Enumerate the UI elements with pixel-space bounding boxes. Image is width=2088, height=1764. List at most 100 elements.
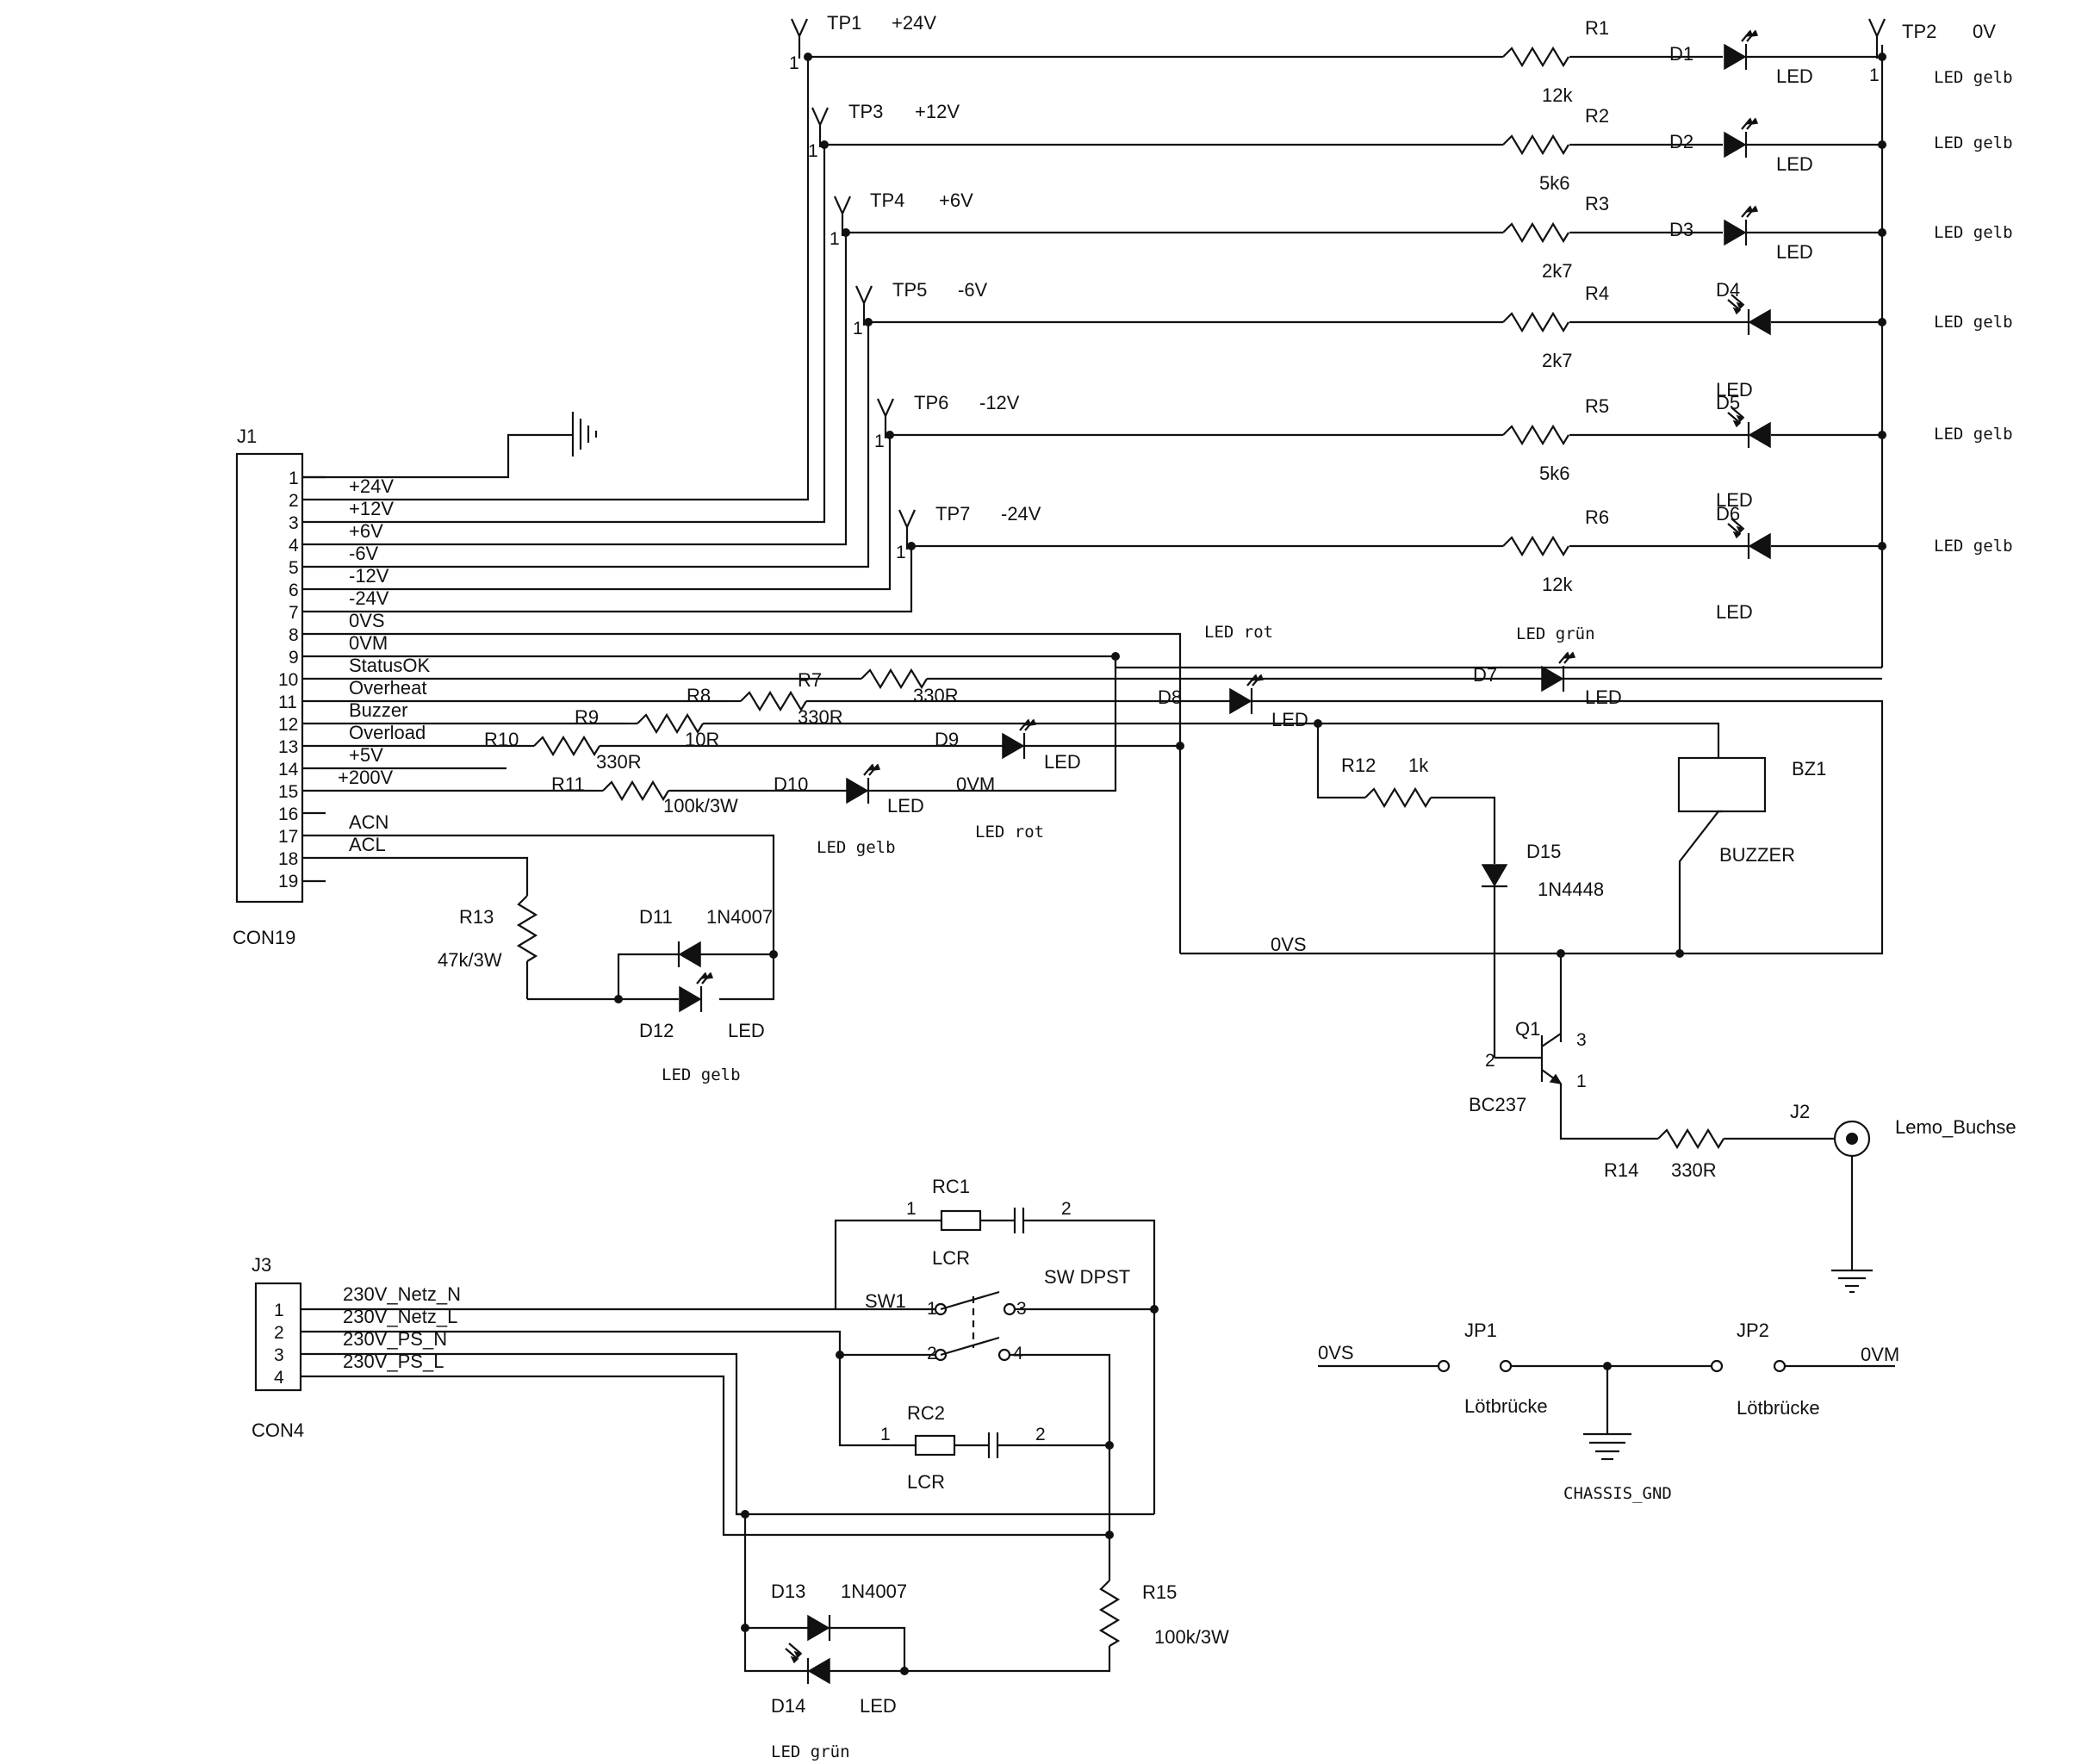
mains-wires	[301, 1219, 1156, 1673]
svg-text:LED rot: LED rot	[1204, 623, 1273, 642]
tp-row-labels: R1 12k R2 5k6 R3 2k7 R4 2k7 R5 5k6 R6 12…	[1539, 17, 2013, 623]
j1-net-label: -6V	[349, 543, 379, 564]
j1-net-label: 0VS	[349, 610, 385, 631]
r14-resistor	[1656, 1128, 1725, 1149]
svg-text:R9: R9	[575, 706, 599, 728]
svg-text:1: 1	[896, 543, 906, 562]
svg-text:330R: 330R	[596, 751, 642, 773]
svg-text:Lemo_Buchse: Lemo_Buchse	[1895, 1116, 2017, 1138]
r15-resistor	[1099, 1579, 1120, 1648]
mains-junctions	[741, 1305, 1159, 1675]
j1-net-label: ACN	[349, 811, 388, 833]
svg-text:D3: D3	[1669, 219, 1693, 240]
j1-pin-number: 10	[278, 670, 298, 690]
r2-resistor	[1501, 134, 1570, 155]
svg-text:1: 1	[808, 141, 818, 161]
r3-resistor	[1501, 222, 1570, 243]
svg-text:R3: R3	[1585, 193, 1609, 214]
svg-text:D10: D10	[774, 773, 808, 795]
acl-labels: R13 47k/3W D11 1N4007 D12 LED LED gelb	[438, 906, 773, 1084]
svg-text:D6: D6	[1716, 503, 1740, 525]
solder-bridge-labels: 0VS 0VM JP1 Lötbrücke JP2 Lötbrücke CHAS…	[1318, 1320, 1899, 1503]
j3-type: CON4	[252, 1419, 304, 1441]
j1-pin-number: 16	[278, 804, 298, 824]
svg-text:47k/3W: 47k/3W	[438, 949, 502, 971]
svg-text:LED gelb: LED gelb	[1934, 537, 2013, 556]
svg-text:2k7: 2k7	[1542, 350, 1572, 371]
tp-junctions	[804, 53, 1886, 550]
svg-text:0V: 0V	[1973, 21, 1996, 42]
testpoint-labels: TP1 +24V TP2 0V TP3 +12V TP4 +6V TP5 -6V…	[789, 12, 1996, 562]
tp-led-rows	[808, 45, 1884, 668]
svg-text:4: 4	[1013, 1344, 1023, 1363]
svg-text:R4: R4	[1585, 283, 1609, 304]
d5-led	[1726, 406, 1772, 450]
j3-pin-numbers: 1 2 3 4	[274, 1301, 284, 1388]
svg-text:-24V: -24V	[1001, 503, 1041, 525]
d12-led	[678, 972, 714, 1014]
d7-led	[1540, 651, 1576, 693]
sw1-contacts	[934, 1302, 1016, 1362]
j1-pin-number: 8	[289, 625, 299, 645]
d2-led	[1723, 117, 1759, 159]
svg-text:TP7: TP7	[935, 503, 970, 525]
svg-text:R2: R2	[1585, 105, 1609, 127]
j1-pin-number: 1	[289, 469, 299, 488]
svg-text:SW DPST: SW DPST	[1044, 1266, 1130, 1288]
svg-text:R11: R11	[551, 773, 585, 795]
j1-net-label: +5V	[349, 744, 383, 766]
j1-pin-number: 14	[278, 760, 299, 780]
j1-wires	[302, 57, 1182, 954]
svg-text:2: 2	[1485, 1051, 1495, 1071]
svg-text:1: 1	[927, 1299, 937, 1319]
j1-pin-number: 12	[278, 715, 298, 735]
svg-text:+12V: +12V	[915, 101, 960, 122]
svg-text:LED: LED	[1044, 751, 1081, 773]
j1-net-label: StatusOK	[349, 655, 430, 676]
svg-text:1: 1	[853, 319, 863, 339]
svg-text:Q1: Q1	[1515, 1018, 1540, 1040]
svg-text:LCR: LCR	[932, 1247, 970, 1269]
svg-text:R13: R13	[459, 906, 494, 928]
j1-net-label: Overload	[349, 722, 426, 743]
svg-text:TP2: TP2	[1902, 21, 1936, 42]
svg-text:230V_Netz_N: 230V_Netz_N	[343, 1283, 461, 1305]
acl-circuit-wires	[525, 953, 775, 1001]
j1-type: CON19	[233, 927, 295, 948]
svg-text:LED: LED	[860, 1695, 897, 1717]
svg-text:D8: D8	[1158, 686, 1182, 708]
svg-text:TP4: TP4	[870, 189, 904, 211]
svg-text:+24V: +24V	[892, 12, 936, 34]
svg-text:LED gelb: LED gelb	[1934, 313, 2013, 332]
svg-text:R14: R14	[1604, 1159, 1638, 1181]
j2-lemo-socket	[1831, 1120, 1873, 1294]
d13-diode	[806, 1613, 831, 1643]
svg-text:JP1: JP1	[1464, 1320, 1497, 1341]
svg-text:1k: 1k	[1408, 755, 1429, 776]
d8-led	[1228, 674, 1265, 716]
svg-text:LED: LED	[1716, 489, 1753, 511]
q1-transistor	[1495, 1033, 1658, 1140]
svg-text:1: 1	[880, 1425, 891, 1444]
svg-text:LED grün: LED grün	[1516, 624, 1595, 643]
j1-net-label: +12V	[349, 498, 394, 519]
j1-pin-number: 4	[289, 536, 299, 556]
svg-text:LED: LED	[1271, 709, 1308, 730]
d14-led	[784, 1642, 831, 1686]
svg-text:TP3: TP3	[848, 101, 883, 122]
svg-text:D15: D15	[1526, 841, 1561, 862]
svg-text:100k/3W: 100k/3W	[663, 795, 738, 817]
svg-text:TP6: TP6	[914, 392, 948, 413]
svg-text:1: 1	[274, 1301, 284, 1320]
svg-text:BZ1: BZ1	[1792, 758, 1826, 780]
svg-text:330R: 330R	[798, 706, 843, 728]
svg-text:0VS: 0VS	[1271, 934, 1307, 955]
svg-text:JP2: JP2	[1737, 1320, 1769, 1341]
j1-pin-number: 11	[278, 693, 297, 712]
svg-text:2: 2	[927, 1344, 937, 1363]
svg-text:1: 1	[789, 53, 799, 73]
svg-text:LED gelb: LED gelb	[1934, 425, 2013, 444]
svg-text:2: 2	[1035, 1425, 1046, 1444]
